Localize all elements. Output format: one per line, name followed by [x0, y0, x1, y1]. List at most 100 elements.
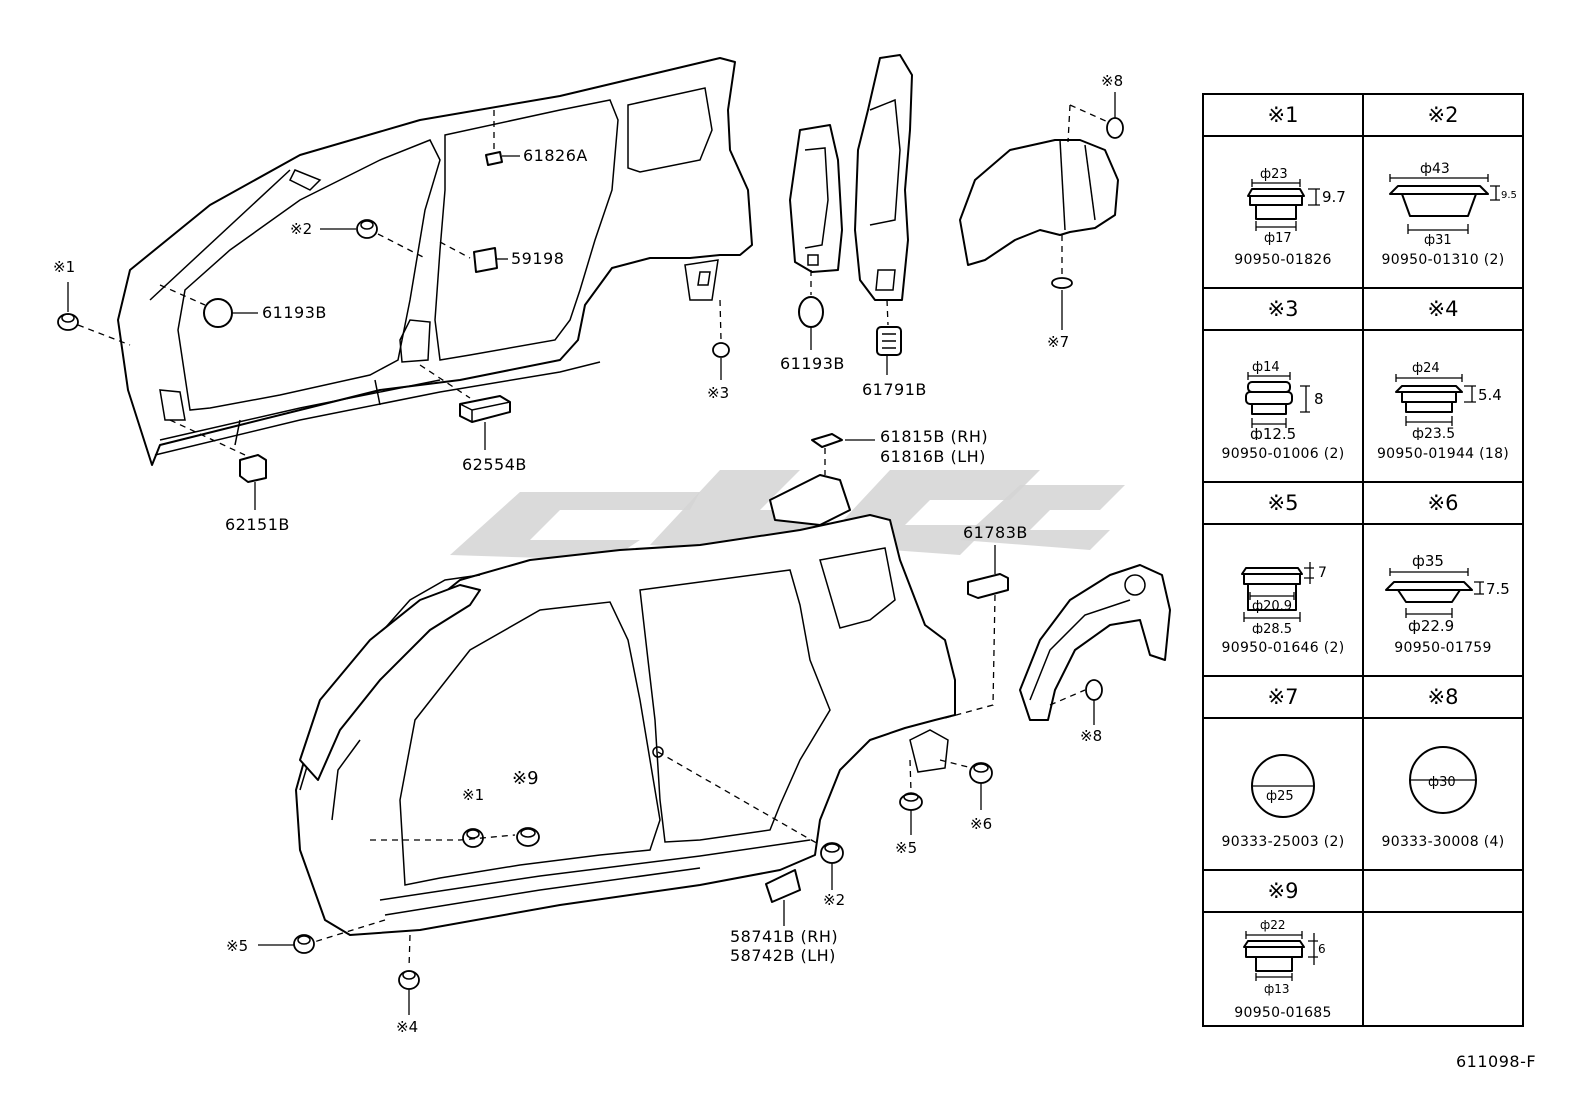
dim-9-height: 6 [1318, 942, 1326, 956]
mark-8-upper: ※8 [1101, 72, 1123, 90]
front-pillar-upper [299, 584, 481, 781]
legend-cell-8: ф30 90333-30008 (4) [1362, 717, 1524, 871]
grommet-drawing-1: ф23 9.7 ф17 [1247, 167, 1346, 246]
leader-lines [67, 92, 1116, 1015]
grommet-drawing-4: ф24 5.4 ф23.5 [1395, 361, 1502, 440]
mark-5-front: ※5 [226, 937, 248, 955]
dim-5-inner: ф20.9 [1252, 599, 1292, 614]
grommet-mark6 [969, 762, 993, 784]
mark-4: ※4 [396, 1018, 418, 1036]
legend-part-6: 90950-01759 [1394, 640, 1492, 656]
dim-1-height: 9.7 [1322, 188, 1346, 206]
grommet-drawing-3: ф14 8 ф12.5 [1245, 360, 1324, 440]
label-61826A: 61826A [523, 146, 588, 165]
dim-4-hole: ф23.5 [1412, 426, 1455, 440]
label-59198: 59198 [511, 249, 564, 268]
legend-cell-2: ф43 9.5 ф31 90950-01310 (2) [1362, 135, 1524, 289]
legend-header-9: ※9 [1202, 869, 1364, 913]
fastener-legend-table: ※1 ※2 ф23 9.7 ф17 90950-01826 [1202, 93, 1524, 1027]
dim-1-diameter: ф23 [1260, 167, 1288, 182]
plug-drawing-8: ф30 [1409, 746, 1477, 814]
block-61783B [967, 573, 1009, 599]
legend-header-7: ※7 [1202, 675, 1364, 719]
block-62151B [239, 454, 267, 483]
grille-61791B [876, 326, 902, 356]
legend-header-1: ※1 [1202, 93, 1364, 137]
legend-header-8: ※8 [1362, 675, 1524, 719]
wheelhouse-inner [959, 139, 1119, 266]
legend-header-5: ※5 [1202, 481, 1364, 525]
dim-3-diameter: ф14 [1252, 360, 1280, 375]
grommet-mark3 [712, 342, 730, 358]
grommet-mark2-upper [356, 219, 378, 239]
legend-header-empty [1362, 869, 1524, 913]
grommet-mark5-rear [899, 792, 923, 811]
dim-9-diameter: ф22 [1260, 918, 1286, 932]
dim-5-height: 7 [1318, 565, 1327, 581]
legend-cell-1: ф23 9.7 ф17 90950-01826 [1202, 135, 1364, 289]
legend-part-3: 90950-01006 (2) [1221, 446, 1345, 462]
mark-9: ※9 [512, 768, 539, 789]
roof-side-rail [769, 474, 851, 526]
grommet-drawing-5: 7 ф20.9 ф28.5 [1241, 562, 1327, 634]
label-61193B-upper: 61193B [262, 303, 327, 322]
dim-2-diameter: ф43 [1420, 161, 1450, 177]
plug-drawing-7: ф25 [1251, 754, 1315, 818]
legend-part-8: 90333-30008 (4) [1381, 834, 1505, 850]
label-61791B: 61791B [862, 380, 927, 399]
legend-part-1: 90950-01826 [1234, 252, 1332, 268]
mark-6: ※6 [970, 815, 992, 833]
dim-6-hole: ф22.9 [1408, 617, 1454, 634]
grommet-drawing-9: ф22 6 ф13 [1243, 918, 1326, 996]
label-62151B: 62151B [225, 515, 290, 534]
label-61815B: 61815B (RH) [880, 427, 988, 446]
seal-61193B-upper [203, 298, 233, 328]
inner-side-panel [117, 57, 753, 466]
dim-6-diameter: ф35 [1412, 552, 1444, 570]
label-58742B: 58742B (LH) [730, 946, 836, 965]
dim-2-hole: ф31 [1424, 233, 1452, 246]
grommet-mark5-front [293, 934, 315, 954]
mark-8-lower: ※8 [1080, 727, 1102, 745]
rear-pillar-inner [854, 54, 913, 301]
legend-part-7: 90333-25003 (2) [1221, 834, 1345, 850]
legend-header-6: ※6 [1362, 481, 1524, 525]
mark-5-rear: ※5 [895, 839, 917, 857]
legend-header-2: ※2 [1362, 93, 1524, 137]
pad-59198 [473, 247, 498, 273]
pad-61826A [485, 151, 503, 166]
legend-header-3: ※3 [1202, 287, 1364, 331]
grommet-mark4 [398, 970, 420, 990]
legend-cell-empty [1362, 911, 1524, 1027]
figure-code: 611098-F [1456, 1052, 1537, 1071]
seal-61193B-pillar [798, 296, 824, 328]
label-61816B: 61816B (LH) [880, 447, 986, 466]
pad-61815B [811, 433, 843, 448]
dim-5-outer: ф28.5 [1252, 622, 1292, 634]
grommet-mark2-lower [820, 842, 844, 864]
legend-part-5: 90950-01646 (2) [1221, 640, 1345, 656]
plug-mark8-lower [1085, 679, 1103, 701]
label-61783B: 61783B [963, 523, 1028, 542]
dim-4-height: 5.4 [1478, 386, 1502, 404]
legend-part-2: 90950-01310 (2) [1381, 252, 1505, 268]
dim-1-hole: ф17 [1264, 231, 1292, 246]
plug-mark8-upper [1106, 117, 1124, 139]
mark-1-upper: ※1 [53, 258, 75, 276]
dim-6-height: 7.5 [1486, 580, 1510, 598]
legend-header-4: ※4 [1362, 287, 1524, 331]
mark-1-lower: ※1 [462, 786, 484, 804]
mark-3: ※3 [707, 384, 729, 402]
label-61193B-pillar: 61193B [780, 354, 845, 373]
outer-side-panel [295, 514, 956, 936]
dim-9-hole: ф13 [1264, 982, 1290, 996]
mark-7: ※7 [1047, 333, 1069, 351]
dim-7-diameter: ф25 [1266, 789, 1294, 804]
center-pillar-reinforcement [789, 124, 843, 273]
dim-2-height: 9.5 [1501, 190, 1517, 201]
legend-part-9: 90950-01685 [1234, 1005, 1332, 1021]
plug-mark7 [1051, 277, 1073, 289]
dim-8-diameter: ф30 [1428, 775, 1456, 790]
block-62554B [459, 395, 511, 423]
grommet-mark9 [516, 827, 540, 847]
